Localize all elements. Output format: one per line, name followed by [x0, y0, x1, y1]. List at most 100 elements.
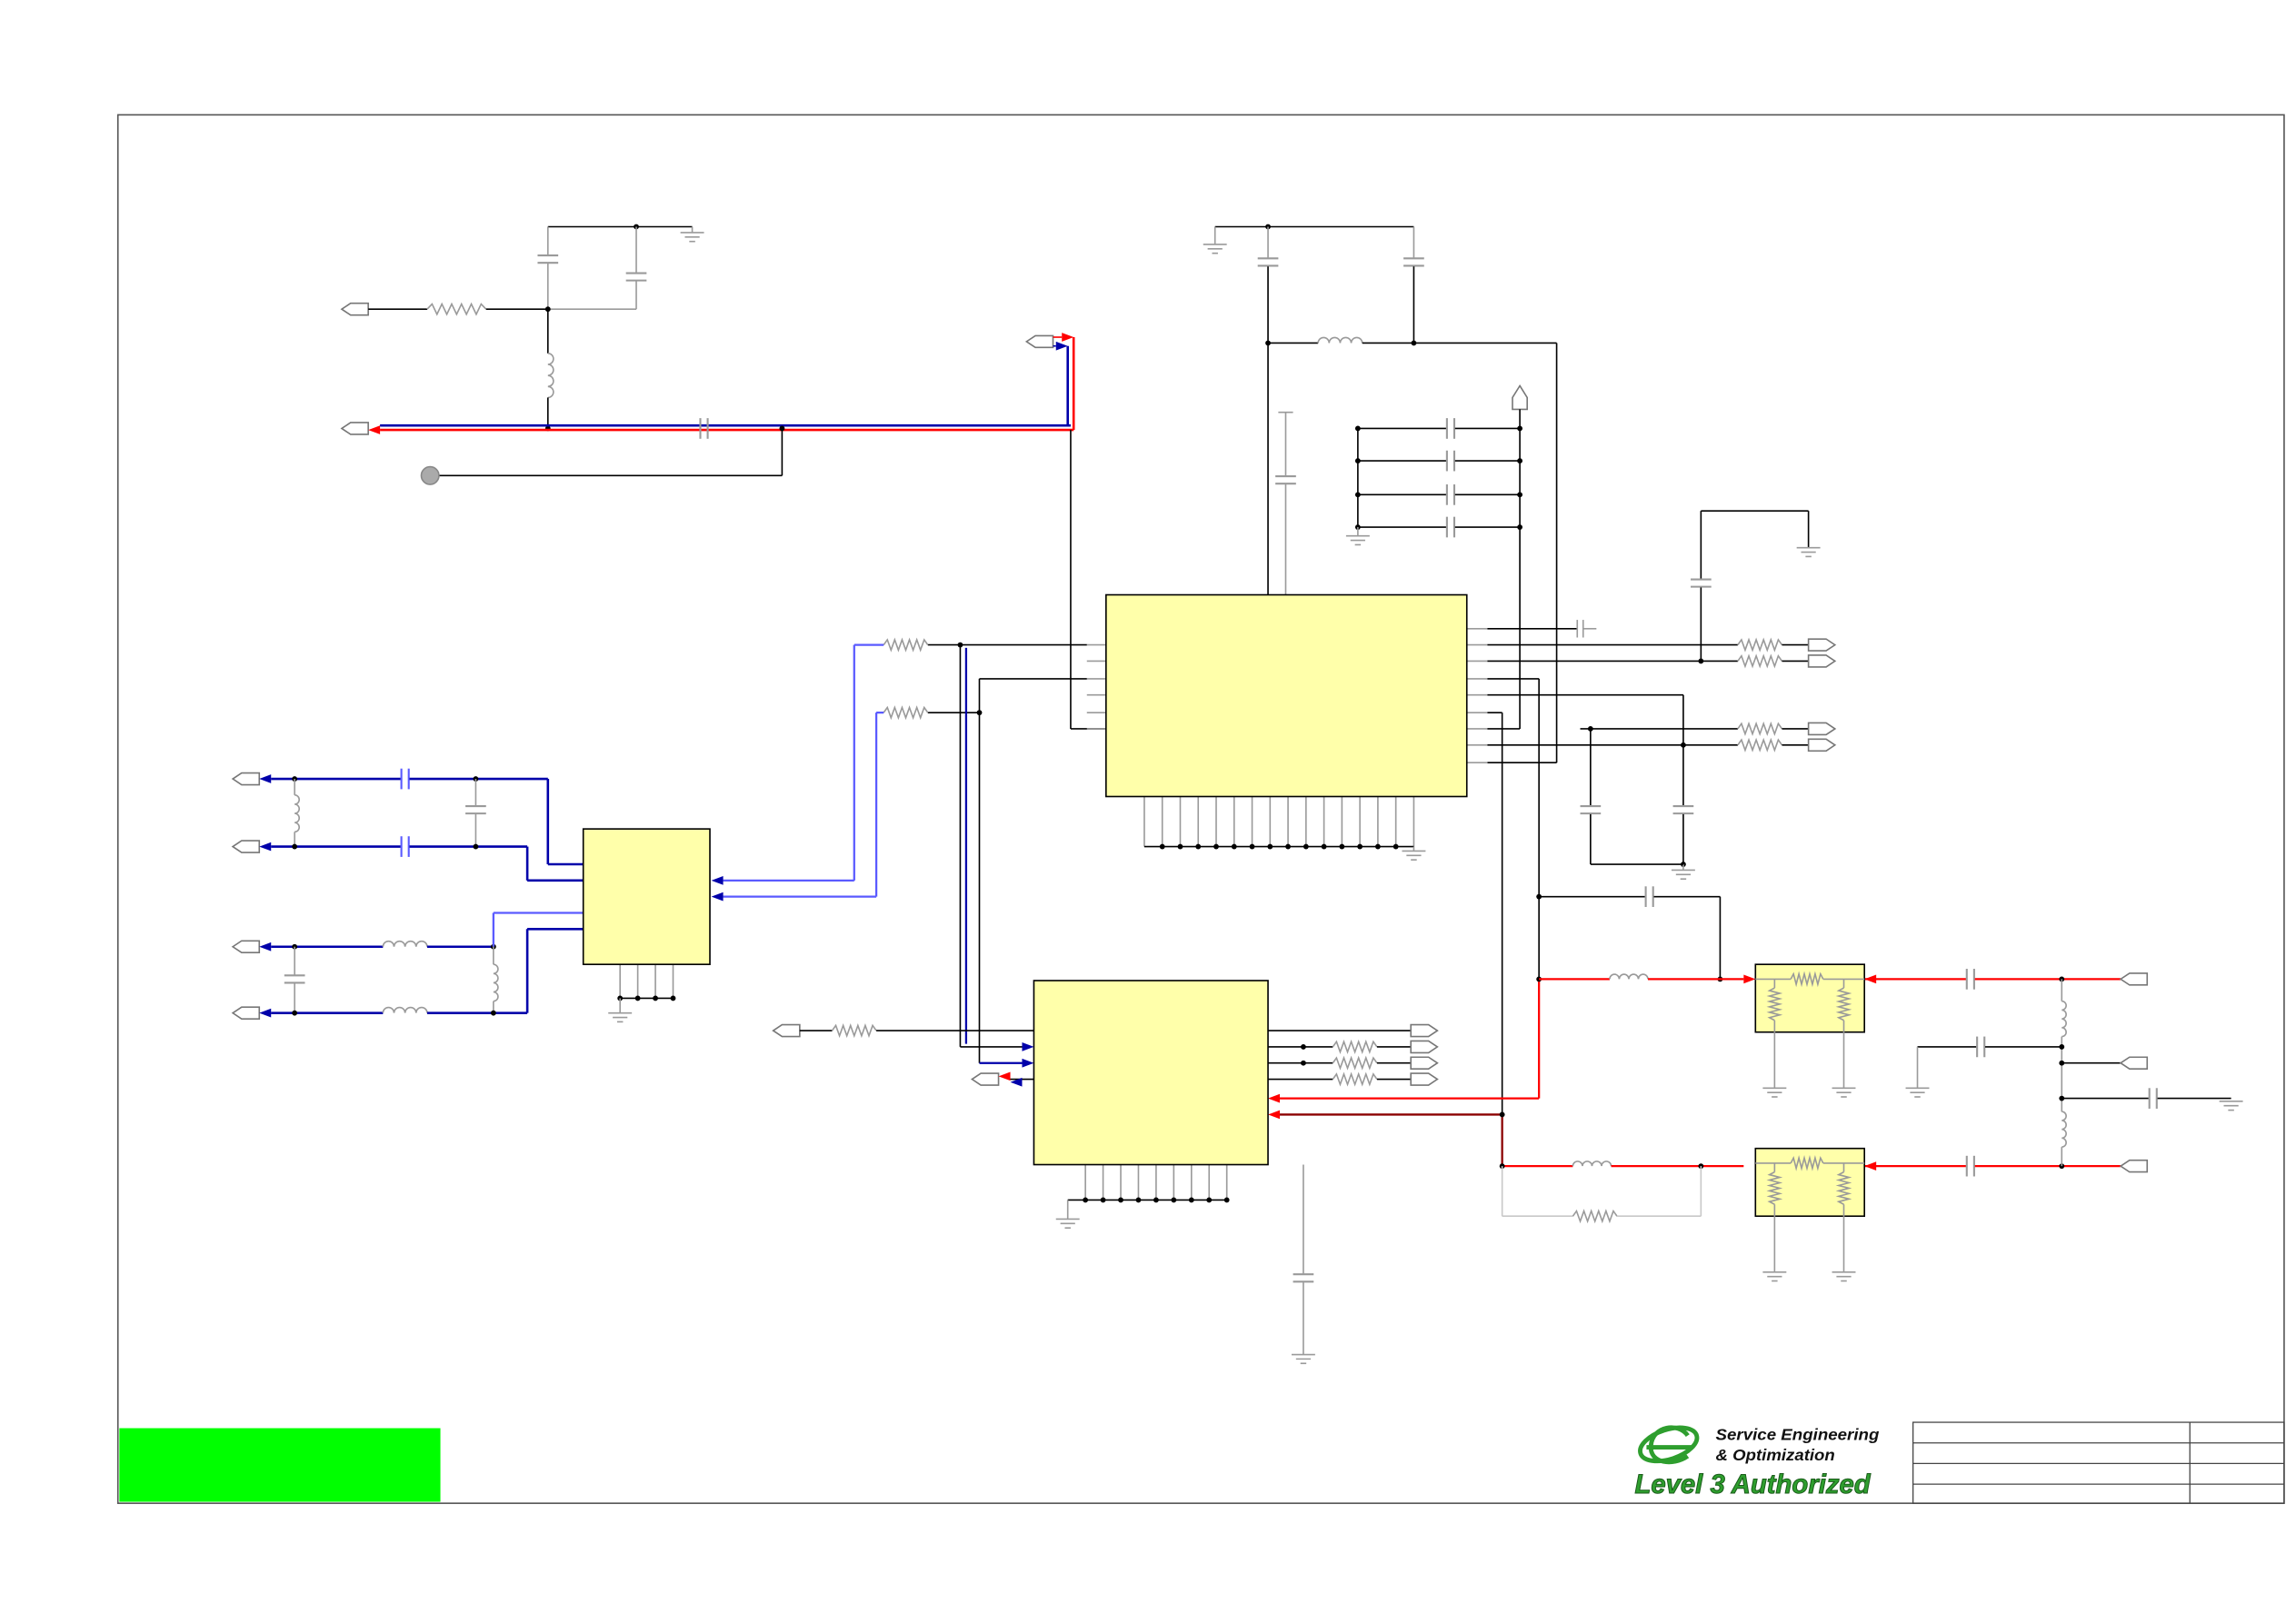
left-ic — [582, 828, 711, 965]
signal-arrowhead — [1864, 974, 1877, 984]
signal-arrowhead — [1864, 1161, 1877, 1171]
inductor — [2061, 1111, 2067, 1148]
ground-symbol — [1291, 1353, 1315, 1365]
test-point — [420, 465, 440, 485]
signal-arrowhead — [711, 875, 724, 885]
resistor — [1835, 987, 1852, 1021]
resistor — [1332, 1071, 1378, 1087]
resistor — [1835, 1171, 1852, 1205]
port-connector — [231, 940, 261, 954]
capacitor — [1672, 804, 1694, 815]
resistor — [1737, 737, 1783, 752]
inductor — [2061, 1000, 2067, 1038]
signal-arrowhead — [1010, 1077, 1023, 1087]
signal-arrowhead — [259, 774, 272, 783]
signal-arrowhead — [1268, 1110, 1281, 1120]
signal-arrowhead — [1062, 333, 1074, 342]
resistor — [883, 637, 929, 653]
capacitor — [1445, 418, 1456, 439]
signal-arrowhead — [1022, 1042, 1034, 1051]
capacitor — [400, 768, 410, 790]
junction-dot — [292, 843, 298, 850]
resistor — [1572, 1209, 1618, 1224]
junction-dot — [473, 843, 479, 850]
port-connector — [1024, 334, 1054, 349]
port-connector — [231, 840, 261, 853]
capacitor — [465, 804, 486, 815]
junction-dot — [490, 1010, 496, 1016]
circuit-drawing — [231, 224, 2243, 1365]
capacitor — [284, 974, 305, 984]
junction-dot — [1301, 1060, 1306, 1066]
ground-symbol — [1671, 869, 1695, 881]
ground-symbol — [2219, 1101, 2243, 1111]
inductor — [1572, 1161, 1612, 1167]
ground-symbol — [1832, 1087, 1856, 1098]
capacitor — [1445, 484, 1456, 505]
resistor — [1737, 653, 1783, 669]
inductor — [382, 1006, 428, 1013]
port-connector — [2119, 1056, 2149, 1071]
inductor — [547, 353, 554, 399]
ground-symbol — [1832, 1270, 1856, 1282]
capacitor — [699, 418, 709, 439]
resistor — [1766, 987, 1783, 1021]
resistor — [883, 705, 929, 721]
inductor — [1609, 973, 1649, 980]
middle-ic — [1033, 980, 1269, 1166]
junction-dot — [2059, 1163, 2065, 1170]
signal-arrowhead — [259, 942, 272, 951]
inductor — [1317, 336, 1363, 344]
resistor — [1766, 1171, 1783, 1205]
capacitor — [625, 272, 647, 282]
inductor — [493, 963, 499, 1002]
resistor — [1737, 637, 1783, 653]
logo-line-service-engineering: Service Engineering — [1716, 1425, 1880, 1443]
capacitor — [1976, 1036, 1986, 1058]
globe-icon — [1638, 1425, 1700, 1465]
capacitor — [1965, 969, 1975, 990]
capacitor — [1445, 516, 1456, 538]
junction-dot — [1536, 893, 1542, 900]
junction-dot — [1499, 1111, 1505, 1118]
capacitor — [1580, 804, 1602, 815]
ground-symbol — [1762, 1270, 1787, 1282]
signal-arrowhead — [711, 892, 724, 902]
ground-symbol — [1905, 1087, 1930, 1098]
ground-symbol — [1796, 546, 1821, 558]
junction-dot — [1536, 976, 1542, 982]
port-connector — [231, 1006, 261, 1020]
inductor — [294, 794, 300, 833]
capacitor — [537, 254, 559, 264]
capacitor — [1691, 578, 1712, 588]
signal-arrowhead — [1743, 974, 1756, 984]
port-connector — [1807, 722, 1837, 736]
junction-dot — [670, 995, 676, 1001]
resistor — [1332, 1055, 1378, 1071]
capacitor — [1965, 1155, 1975, 1177]
inductor — [382, 940, 428, 947]
company-logo: Service Engineering & Optimization Level… — [1634, 1425, 1880, 1499]
capacitor — [1403, 257, 1424, 267]
port-connector — [340, 422, 369, 435]
sheet-border — [116, 114, 2285, 1504]
ground-symbol — [680, 232, 704, 243]
signal-arrowhead — [998, 1071, 1011, 1081]
port-connector — [1807, 738, 1837, 752]
resistor — [1790, 971, 1824, 988]
logo-tagline: Level 3 Authorized — [1634, 1470, 1871, 1499]
signal-arrowhead — [368, 425, 381, 434]
junction-dot — [1265, 340, 1271, 346]
port-connector — [2119, 972, 2149, 986]
title-block — [1912, 1421, 2285, 1504]
signal-arrowhead — [259, 842, 272, 852]
resistor — [426, 302, 487, 316]
capacitor — [1257, 257, 1279, 267]
junction-dot — [2059, 1095, 2065, 1101]
ground-symbol — [1345, 534, 1370, 546]
logo-line-optimization: & Optimization — [1716, 1446, 1835, 1464]
green-label-box — [119, 1428, 441, 1502]
junction-dot — [292, 1010, 298, 1016]
